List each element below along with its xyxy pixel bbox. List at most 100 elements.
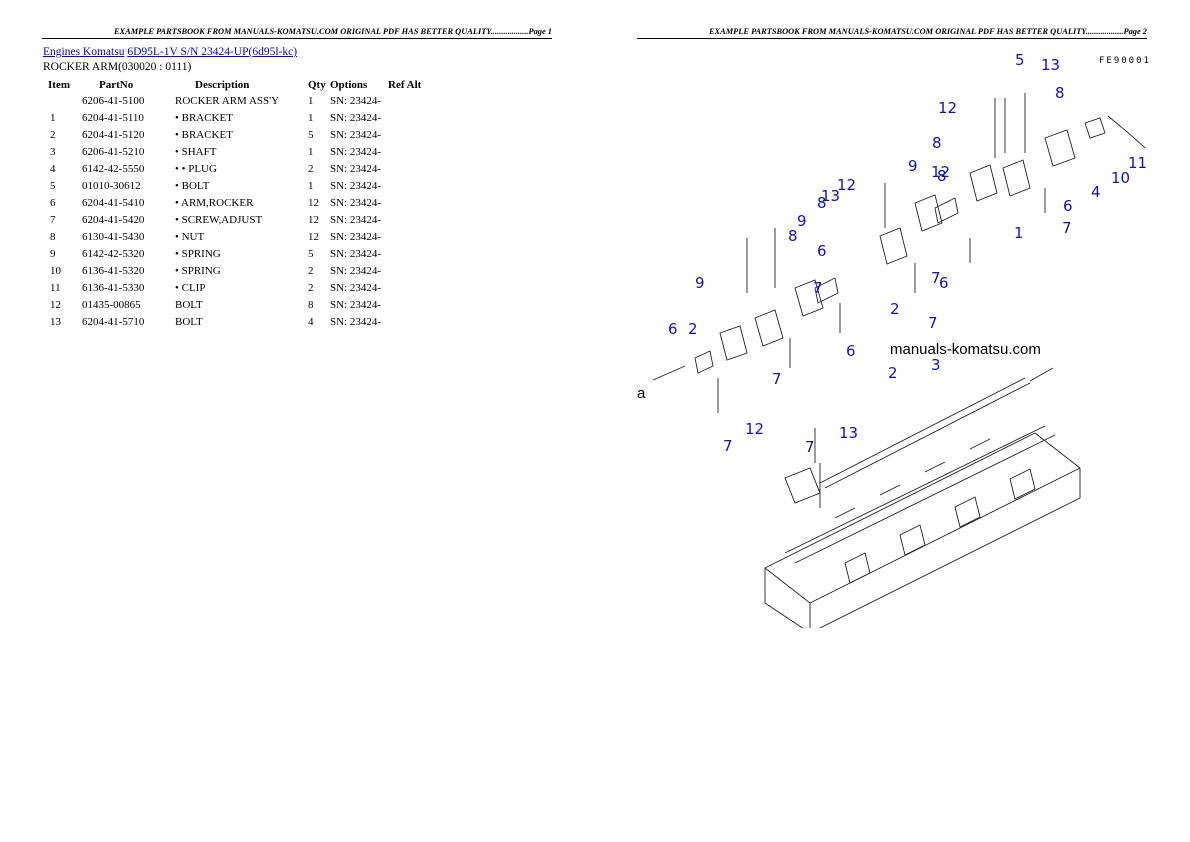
cell-qty: 2: [308, 162, 314, 175]
cell-options: SN: 23424-: [330, 196, 382, 209]
cell-qty: 12: [308, 196, 319, 209]
cell-refalt: [388, 228, 432, 245]
cell-options: SN: 23424-: [330, 230, 382, 243]
callout-label: 2: [688, 320, 698, 338]
callout-label: 10: [1111, 169, 1130, 187]
cell-item: 8: [50, 230, 56, 243]
callout-label: 13: [1041, 56, 1060, 74]
cell-qty: 5: [308, 247, 314, 260]
cell-item: 6: [50, 196, 56, 209]
callout-label: 11: [1128, 154, 1147, 172]
cell-options: SN: 23424-: [330, 94, 382, 107]
cell-options: SN: 23424-: [330, 111, 382, 124]
cell-options: SN: 23424-: [330, 162, 382, 175]
col-options: Options: [330, 78, 368, 91]
exploded-parts-diagram: FE90001: [635, 48, 1155, 634]
group-title: ROCKER ARM(030020 : 0111): [43, 61, 192, 73]
col-partno: PartNo: [99, 78, 134, 91]
callout-label: 4: [1091, 183, 1101, 201]
cell-refalt: [388, 211, 432, 228]
cell-partno: 6136-41-5320: [82, 264, 145, 277]
cell-partno: 6206-41-5210: [82, 145, 145, 158]
cell-refalt: [388, 245, 432, 262]
figure-code: FE90001: [1099, 56, 1151, 66]
page-header: EXAMPLE PARTSBOOK FROM MANUALS-KOMATSU.C…: [637, 26, 1147, 39]
table-row: 4 6142-42-5550 • • PLUG 2 SN: 23424-: [44, 160, 432, 177]
callout-label: 3: [931, 356, 941, 374]
cell-description: BOLT: [175, 315, 203, 328]
cell-partno: 6206-41-5100: [82, 94, 145, 107]
cell-partno: 6204-41-5120: [82, 128, 145, 141]
callout-label: 8: [788, 227, 798, 245]
cell-description: • SHAFT: [175, 145, 217, 158]
breadcrumb-link-engines[interactable]: Engines Komatsu: [43, 46, 125, 58]
cell-qty: 1: [308, 145, 314, 158]
col-item: Item: [48, 78, 70, 91]
cell-description: • BRACKET: [175, 128, 233, 141]
callout-label: 12: [938, 99, 957, 117]
cell-description: • BOLT: [175, 179, 210, 192]
cell-item: 11: [50, 281, 61, 294]
cell-description: • ARM,ROCKER: [175, 196, 254, 209]
col-qty: Qty: [308, 78, 326, 91]
cell-item: 10: [50, 264, 61, 277]
cell-refalt: [388, 262, 432, 279]
cell-qty: 8: [308, 298, 314, 311]
callout-label: 8: [932, 134, 942, 152]
arrow-label: a: [637, 385, 646, 402]
cell-description: • SPRING: [175, 247, 221, 260]
cell-item: 4: [50, 162, 56, 175]
diagram-svg: FE90001: [637, 51, 1151, 634]
cell-item: 3: [50, 145, 56, 158]
breadcrumb-link-model[interactable]: 6D95L-1V S/N 23424-UP(6d95l-kc): [127, 46, 298, 58]
cell-partno: 6136-41-5330: [82, 281, 145, 294]
cell-qty: 12: [308, 230, 319, 243]
page-2: EXAMPLE PARTSBOOK FROM MANUALS-KOMATSU.C…: [595, 0, 1190, 842]
callout-label: 7: [772, 370, 782, 388]
cell-item: 7: [50, 213, 56, 226]
cell-qty: 12: [308, 213, 319, 226]
watermark: manuals-komatsu.com: [890, 341, 1041, 358]
page-header: EXAMPLE PARTSBOOK FROM MANUALS-KOMATSU.C…: [42, 26, 552, 39]
cell-description: • • PLUG: [175, 162, 217, 175]
cell-partno: 6142-42-5550: [82, 162, 145, 175]
cell-partno: 6142-42-5320: [82, 247, 145, 260]
cell-partno: 01435-00865: [82, 298, 141, 311]
cell-qty: 2: [308, 281, 314, 294]
cell-refalt: [388, 279, 432, 296]
callout-label: 6: [939, 274, 949, 292]
callout-label: 6: [1063, 197, 1073, 215]
cell-description: • SPRING: [175, 264, 221, 277]
callout-label: 7: [813, 279, 823, 297]
cell-description: • NUT: [175, 230, 205, 243]
cell-refalt: [388, 92, 432, 109]
cell-refalt: [388, 143, 432, 160]
cell-partno: 6204-41-5710: [82, 315, 145, 328]
rocker-shaft-drawing: [652, 365, 1054, 489]
callout-label: 9: [695, 274, 705, 292]
cell-qty: 1: [308, 179, 314, 192]
callout-label: 13: [821, 187, 840, 205]
cell-item: 1: [50, 111, 56, 124]
callout-label: 12: [931, 163, 950, 181]
callout-label: 9: [908, 157, 918, 175]
callout-label: 7: [931, 269, 941, 287]
cell-refalt: [388, 109, 432, 126]
callout-label: 6: [817, 242, 827, 260]
cell-description: • BRACKET: [175, 111, 233, 124]
cell-partno: 6130-41-5430: [82, 230, 145, 243]
callout-label: 13: [839, 424, 858, 442]
callout-label: 9: [797, 212, 807, 230]
cell-item: 9: [50, 247, 56, 260]
cell-refalt: [388, 160, 432, 177]
